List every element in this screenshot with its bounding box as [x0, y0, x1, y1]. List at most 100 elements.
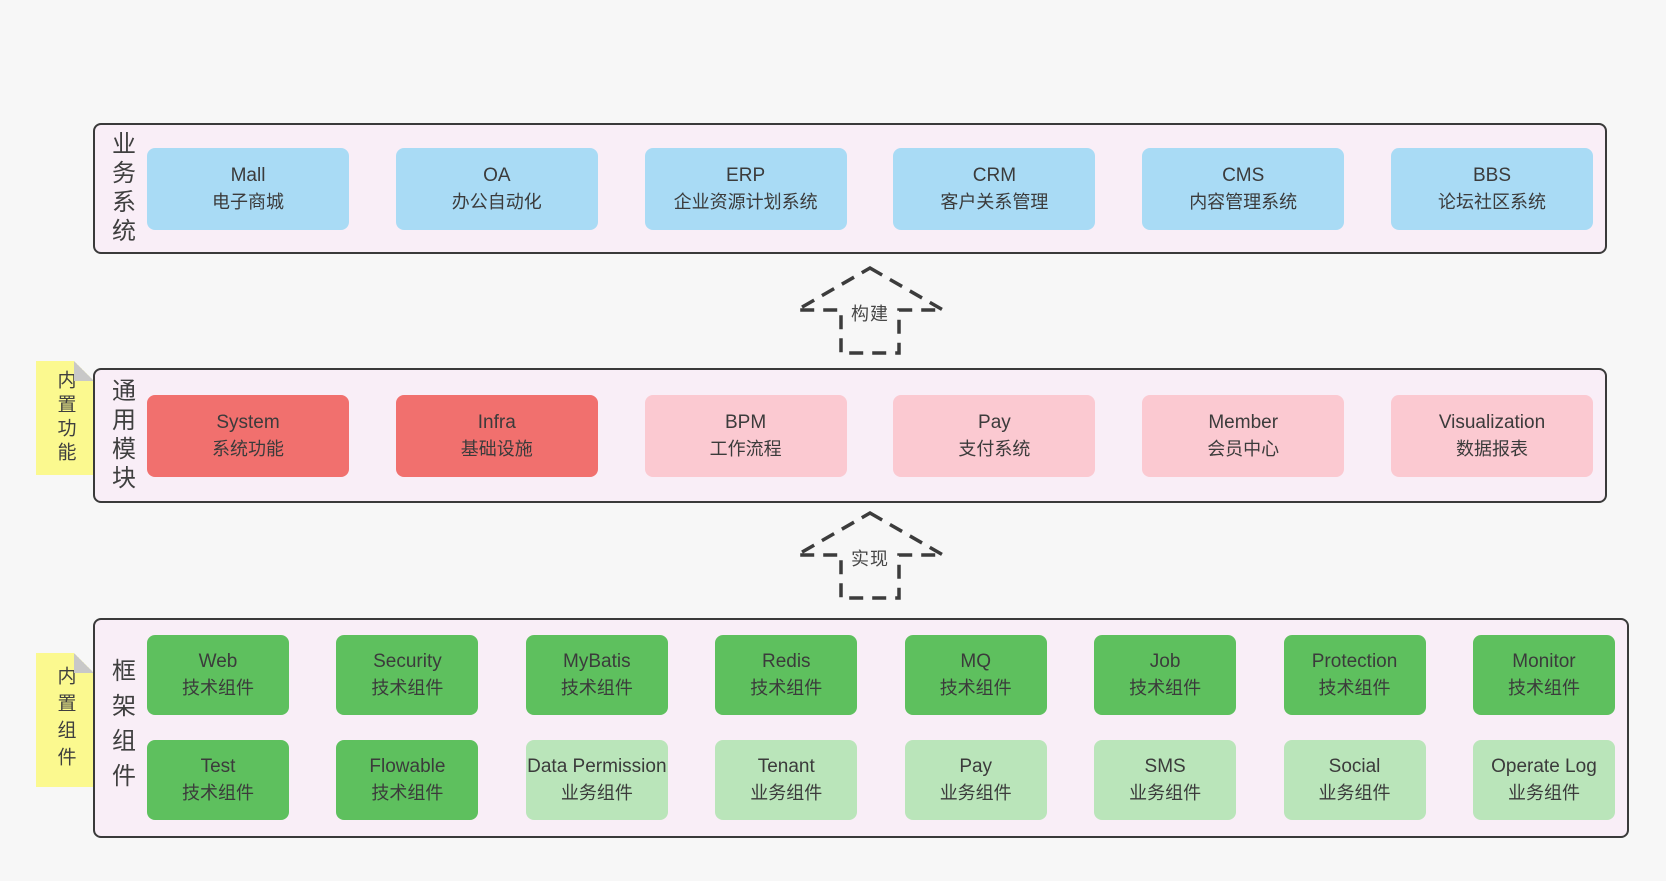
box-title: Web [198, 650, 238, 672]
box-tenant: Tenant 业务组件 [715, 739, 858, 820]
box-title: CMS [1222, 164, 1265, 186]
box-title: Visualization [1438, 411, 1546, 433]
box-pay: Pay 支付系统 [893, 394, 1096, 477]
implement-arrow: 实现 [795, 509, 945, 601]
box-subtitle: 业务组件 [939, 782, 1012, 803]
box-title: Infra [477, 411, 516, 433]
box-title: Redis [761, 650, 811, 672]
box-title: System [216, 411, 280, 433]
box-subtitle: 企业资源计划系统 [673, 191, 818, 212]
box-member: Member 会员中心 [1142, 394, 1345, 477]
up-arrow-icon [795, 510, 945, 600]
box-title: Member [1208, 411, 1279, 433]
box-title: SMS [1144, 755, 1186, 777]
box-subtitle: 客户关系管理 [940, 191, 1049, 212]
box-pay: Pay 业务组件 [904, 739, 1047, 820]
box-subtitle: 会员中心 [1207, 438, 1280, 459]
box-cms: CMS 内容管理系统 [1142, 147, 1345, 230]
box-title: Flowable [369, 755, 446, 777]
box-subtitle: 业务组件 [750, 782, 823, 803]
box-subtitle: 支付系统 [958, 438, 1031, 459]
box-redis: Redis 技术组件 [715, 634, 858, 715]
sticky-note-label: 内置功能 [54, 370, 76, 466]
box-subtitle: 内容管理系统 [1189, 191, 1298, 212]
box-subtitle: 业务组件 [1507, 782, 1580, 803]
box-subtitle: 电子商城 [212, 191, 284, 212]
box-infra: Infra 基础设施 [395, 394, 598, 477]
modules-box-row: System 系统功能 Infra 基础设施 BPM 工作流程 Pay 支付系统 Member 会… [147, 394, 1605, 477]
box-social: Social 业务组件 [1283, 739, 1426, 820]
box-subtitle: 业务组件 [1318, 782, 1391, 803]
box-title: BPM [725, 411, 767, 433]
box-title: MyBatis [563, 650, 631, 672]
box-monitor: Monitor 技术组件 [1472, 634, 1615, 715]
box-subtitle: 办公自动化 [451, 191, 542, 212]
box-operate-log: Operate Log 业务组件 [1472, 739, 1615, 820]
sticky-note-label: 内置组件 [54, 666, 76, 774]
box-subtitle: 技术组件 [1318, 677, 1391, 698]
box-title: Social [1328, 755, 1381, 777]
box-flowable: Flowable 技术组件 [336, 739, 479, 820]
box-subtitle: 工作流程 [709, 438, 782, 459]
box-subtitle: 技术组件 [1129, 677, 1202, 698]
box-protection: Protection 技术组件 [1283, 634, 1426, 715]
box-subtitle: 技术组件 [560, 677, 633, 698]
sticky-fold-corner [74, 653, 94, 673]
box-title: Mall [230, 164, 266, 186]
up-arrow-icon [795, 265, 945, 355]
box-subtitle: 技术组件 [939, 677, 1012, 698]
box-title: Job [1149, 650, 1181, 672]
box-subtitle: 技术组件 [182, 677, 254, 698]
panel-title: 业务系统 [107, 130, 135, 247]
panel-title: 框架组件 [107, 658, 135, 798]
box-subtitle: 技术组件 [371, 782, 444, 803]
box-title: MQ [960, 650, 991, 672]
box-subtitle: 技术组件 [750, 677, 823, 698]
box-security: Security 技术组件 [336, 634, 479, 715]
box-sms: SMS 业务组件 [1094, 739, 1237, 820]
box-subtitle: 业务组件 [1129, 782, 1202, 803]
box-visualization: Visualization 数据报表 [1390, 394, 1593, 477]
box-job: Job 技术组件 [1094, 634, 1237, 715]
sticky-note-built-in-features: 内置功能 [36, 361, 94, 475]
box-subtitle: 技术组件 [1507, 677, 1580, 698]
box-system: System 系统功能 [147, 394, 349, 477]
build-arrow-label: 构建 [851, 304, 889, 324]
box-mybatis: MyBatis 技术组件 [525, 634, 668, 715]
box-title: BBS [1472, 164, 1511, 186]
box-title: Pay [959, 755, 993, 777]
box-title: Tenant [757, 755, 815, 777]
box-bpm: BPM 工作流程 [644, 394, 847, 477]
implement-arrow-label: 实现 [851, 549, 889, 569]
sticky-note-built-in-components: 内置组件 [36, 653, 94, 787]
box-title: Pay [978, 411, 1011, 433]
box-mall: Mall 电子商城 [147, 147, 349, 230]
box-title: Data Permission [527, 755, 667, 777]
box-subtitle: 数据报表 [1455, 438, 1528, 459]
box-mq: MQ 技术组件 [904, 634, 1047, 715]
box-title: OA [483, 164, 511, 186]
box-title: Security [373, 650, 442, 672]
box-web: Web 技术组件 [147, 634, 289, 715]
box-subtitle: 技术组件 [371, 677, 444, 698]
box-title: Operate Log [1491, 755, 1597, 777]
box-title: Monitor [1512, 650, 1576, 672]
box-title: Test [200, 755, 236, 777]
box-subtitle: 基础设施 [460, 438, 533, 459]
sticky-fold-corner [74, 361, 94, 381]
box-title: Protection [1311, 650, 1398, 672]
box-subtitle: 系统功能 [212, 438, 284, 459]
